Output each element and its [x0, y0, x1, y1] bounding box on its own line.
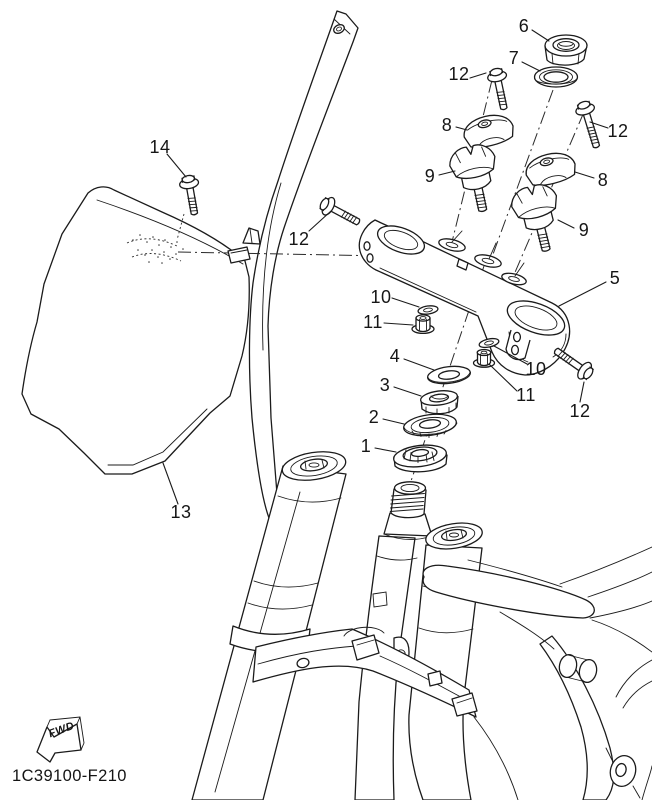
stay-bolt-12	[319, 196, 361, 226]
callout-10-washer-right[interactable]: 10	[525, 359, 547, 379]
callout-leader-lines	[162, 29, 609, 505]
handlebar-upper-holder-right	[525, 152, 576, 187]
callout-11-nut-right[interactable]: 11	[516, 385, 536, 405]
upper-triple-clamp	[358, 219, 571, 376]
callout-1-bearing[interactable]: 1	[360, 436, 372, 456]
steering-bearing-1	[393, 444, 448, 473]
callout-12-stay-bolt[interactable]: 12	[288, 229, 310, 249]
holder-nut-right	[472, 348, 496, 368]
callout-10-washer-left[interactable]: 10	[370, 287, 392, 307]
callout-12-holder-bolt-right[interactable]: 12	[607, 121, 629, 141]
frame	[422, 546, 652, 800]
bearing-cover-2	[403, 413, 458, 438]
plate-bolt-14	[179, 174, 200, 216]
callout-12-pinch-bolt[interactable]: 12	[569, 401, 591, 421]
callout-8-upper-holder-left[interactable]: 8	[441, 115, 453, 135]
fwd-arrow	[36, 716, 85, 763]
callout-14-plate-bolt[interactable]: 14	[149, 137, 171, 157]
handlebar-upper-holder-left	[463, 114, 514, 149]
callout-2-bearing-cover[interactable]: 2	[368, 407, 380, 427]
callout-4-stem-washer[interactable]: 4	[389, 346, 401, 366]
plate-stay	[248, 10, 359, 519]
holder-bolt-12-right	[575, 100, 601, 149]
callout-11-nut-left[interactable]: 11	[363, 312, 383, 332]
callout-9-lower-holder-right[interactable]: 9	[578, 220, 590, 240]
callout-9-lower-holder-left[interactable]: 9	[424, 166, 436, 186]
steering-stem-nut	[544, 34, 588, 66]
callout-3-ring-nut[interactable]: 3	[379, 375, 391, 395]
diagram-part-code: 1C39100-F210	[12, 767, 127, 785]
number-plate	[21, 186, 250, 475]
steering-ring-nut-3	[419, 390, 459, 416]
callout-12-holder-bolt-left[interactable]: 12	[448, 64, 470, 84]
callout-5-upper-clamp[interactable]: 5	[609, 268, 621, 288]
clamp-pinch-bolt-12	[553, 347, 594, 381]
lower-triple-clamp	[252, 626, 478, 718]
callout-6-stem-nut[interactable]: 6	[518, 16, 530, 36]
left-fork-tube	[191, 451, 347, 800]
plate-mount-texture	[126, 234, 184, 264]
handlebar-lower-holder-right	[511, 184, 558, 252]
holder-washer-left	[417, 305, 439, 315]
holder-bolt-12-left	[487, 67, 508, 111]
handlebar-lower-holder-left	[449, 144, 496, 213]
holder-washer-right	[478, 337, 500, 349]
stem-washer-4	[426, 365, 472, 385]
callout-8-upper-holder-right[interactable]: 8	[597, 170, 609, 190]
stay-mount-blocks	[227, 227, 261, 264]
callout-13-number-plate[interactable]: 13	[170, 502, 192, 522]
callout-7-stem-washer[interactable]: 7	[508, 48, 520, 68]
steering-stem-washer	[533, 66, 579, 88]
holder-nut-left	[411, 314, 435, 335]
